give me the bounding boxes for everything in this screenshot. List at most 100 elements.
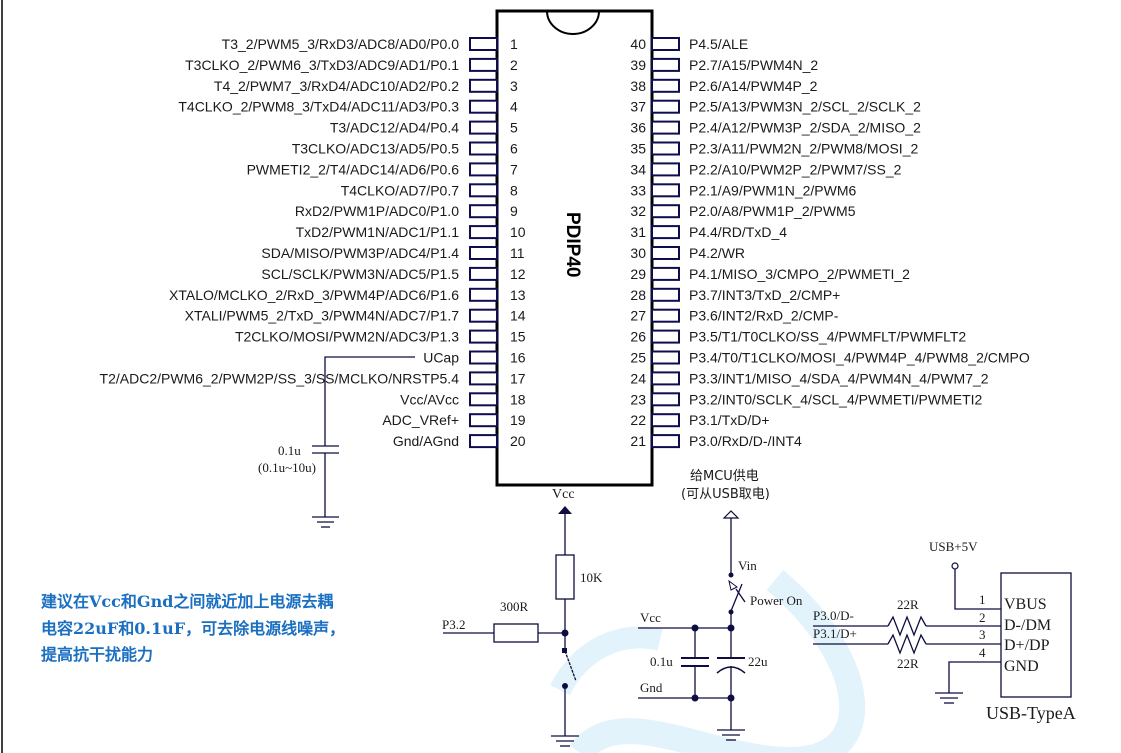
- pin-pad: [651, 99, 680, 114]
- pin-label: RxD2/PWM1P/ADC0/P1.0: [295, 203, 459, 219]
- usb-dplus-label: P3.1/D+: [813, 626, 857, 641]
- watermark-logo-inner: [550, 626, 663, 696]
- usb-pin2-num: 2: [979, 610, 986, 625]
- pin-label: SDA/MISO/PWM3P/ADC4/P1.4: [261, 245, 459, 261]
- pin-pad: [469, 225, 498, 240]
- pin-pad: [651, 37, 680, 51]
- reset-input-label: P3.2: [442, 617, 465, 632]
- pin-number: 5: [510, 120, 518, 136]
- pin-number: 29: [630, 266, 646, 282]
- pin-number: 22: [630, 412, 646, 428]
- ground-icon: [551, 735, 579, 747]
- usb-r-top: 22R: [897, 597, 919, 612]
- pin-number: 20: [510, 433, 526, 449]
- supply-port-icon: [951, 562, 959, 570]
- pin-label: P2.6/A14/PWM4P_2: [689, 78, 818, 94]
- cap2-value: 22u: [748, 654, 768, 669]
- chip-pin-left: 15 T2CLKO/MOSI/PWM2N/ADC3/P1.3: [235, 329, 526, 345]
- usb-connector-body: [1000, 572, 1072, 698]
- pin-number: 10: [510, 224, 526, 240]
- power-gnd-label: Gnd: [640, 680, 663, 695]
- pin-number: 16: [510, 350, 526, 366]
- pin-number: 19: [510, 412, 526, 428]
- pin-label: XTALO/MCLKO_2/RxD_3/PWM4P/ADC6/P1.6: [169, 287, 459, 303]
- switch-icon: [564, 650, 577, 682]
- pin-label: SCL/SCLK/PWM3N/ADC5/P1.5: [261, 266, 459, 282]
- pin-pad: [469, 37, 498, 51]
- pin-pad: [469, 371, 498, 386]
- chip-pin-right: 24 P3.3/INT1/MISO_4/SDA_4/PWM4N_4/PWM7_2: [630, 370, 988, 386]
- pin-number: 24: [630, 370, 646, 386]
- pin-label: XTALI/PWM5_2/TxD_3/PWM4N/ADC7/P1.7: [185, 308, 460, 324]
- power-circuit: 给MCU供电 (可从USB取电) Vin Power On Vcc 0.1u 2…: [638, 469, 803, 741]
- pin-label: T3/ADC12/AD4/P0.4: [330, 120, 459, 136]
- pin-pad: [651, 392, 680, 407]
- pin-pad: [651, 371, 680, 386]
- pin-label: PWMETI2_2/T4/ADC14/AD6/P0.6: [247, 161, 460, 177]
- power-title-line1: 给MCU供电: [690, 469, 759, 484]
- pin-label: P3.3/INT1/MISO_4/SDA_4/PWM4N_4/PWM7_2: [689, 370, 989, 386]
- pin-pad: [651, 266, 680, 281]
- pin-number: 36: [630, 120, 646, 136]
- pin-label: P3.7/INT3/TxD_2/CMP+: [689, 287, 840, 303]
- resistor-dplus-icon: [887, 633, 927, 655]
- watermark-logo: [569, 570, 866, 753]
- pin-pad: [469, 204, 498, 219]
- ucap-cap-range: (0.1u~10u): [258, 460, 316, 475]
- pin-number: 25: [630, 350, 646, 366]
- chip-pin-left: 5 T3/ADC12/AD4/P0.4: [330, 120, 518, 136]
- pin-number: 15: [510, 329, 526, 345]
- usb-supply-label: USB+5V: [929, 539, 978, 554]
- chip-pin-right: 29 P4.1/MISO_3/CMPO_2/PWMETI_2: [630, 266, 910, 282]
- pin-pad: [469, 329, 498, 344]
- pin-pad: [469, 392, 498, 407]
- pin-pad: [469, 287, 498, 302]
- chip-pin-left: 17T2/ADC2/PWM6_2/PWM2P/SS_3/SS/MCLKO/NRS…: [100, 370, 526, 386]
- pin-pad: [469, 413, 498, 428]
- pin-number: 14: [510, 308, 526, 324]
- pin-number: 39: [630, 57, 646, 73]
- pin-number: 17: [510, 370, 526, 386]
- pin-pad: [651, 120, 680, 135]
- pin-label: T2CLKO/MOSI/PWM2N/ADC3/P1.3: [235, 329, 459, 345]
- pullup-resistor: [555, 554, 575, 600]
- pin-label: P2.1/A9/PWM1N_2/PWM6: [689, 182, 856, 198]
- pin-number: 18: [510, 391, 526, 407]
- pin-pad: [651, 204, 680, 219]
- pin-label: P4.1/MISO_3/CMPO_2/PWMETI_2: [689, 266, 910, 282]
- pin-number: 23: [630, 391, 646, 407]
- pin-number: 38: [630, 78, 646, 94]
- cap1-value: 0.1u: [650, 654, 673, 669]
- junction-dot: [561, 629, 569, 637]
- ucap-circuit: 0.1u (0.1u~10u): [258, 356, 415, 528]
- usb-r-bottom: 22R: [897, 656, 919, 671]
- power-port-icon: [722, 510, 740, 519]
- note-line1: 建议在Vcc和Gnd之间就近加上电源去耦: [41, 592, 333, 611]
- usb-connector-name: USB-TypeA: [986, 703, 1076, 723]
- ucap-wire: [324, 356, 415, 446]
- ucap-cap-value: 0.1u: [278, 443, 301, 458]
- pin-pad: [469, 78, 498, 93]
- pin-pad: [651, 308, 680, 323]
- pin-pad: [651, 329, 680, 344]
- left-pin-group: 1T3_2/PWM5_3/RxD3/ADC8/AD0/P0.02T3CLKO_2…: [100, 36, 526, 449]
- pin-number: 30: [630, 245, 646, 261]
- pin-pad: [469, 308, 498, 323]
- pin-label: P2.3/A11/PWM2N_2/PWM8/MOSI_2: [689, 141, 918, 157]
